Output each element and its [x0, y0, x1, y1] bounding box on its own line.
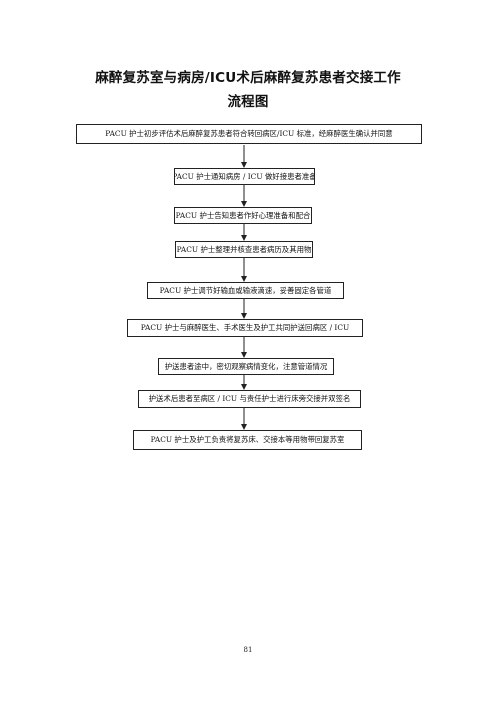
- flow-step-9: PACU 护士及护工负责将复苏床、交接本等用物带回复苏室: [133, 430, 362, 450]
- page-number: 81: [243, 646, 253, 654]
- flow-step-1: PACU 护士初步评估术后麻醉复苏患者符合转回病区/ICU 标准，经麻醉医生确认…: [76, 124, 422, 144]
- flow-step-7: 护送患者途中，密切观察病情变化，注意管道情况: [158, 358, 334, 375]
- flow-step-3: PACU 护士告知患者作好心理准备和配合: [174, 207, 312, 224]
- flow-step-5: PACU 护士调节好输血或输液滴速，妥善固定各管道: [147, 282, 344, 299]
- flow-step-8: 护送术后患者至病区 / ICU 与责任护士进行床旁交接并双签名: [138, 390, 361, 408]
- flow-step-4: PACU 护士整理并核查患者病历及其用物: [175, 241, 313, 258]
- flow-step-2: PACU 护士通知病房 / ICU 做好接患者准备: [174, 168, 315, 185]
- flow-step-6: PACU 护士与麻醉医生、手术医生及护工共同护送回病区 / ICU: [127, 319, 363, 337]
- page-title: 麻醉复苏室与病房/ICU术后麻醉复苏患者交接工作: [95, 70, 401, 86]
- page-subtitle: 流程图: [227, 94, 269, 110]
